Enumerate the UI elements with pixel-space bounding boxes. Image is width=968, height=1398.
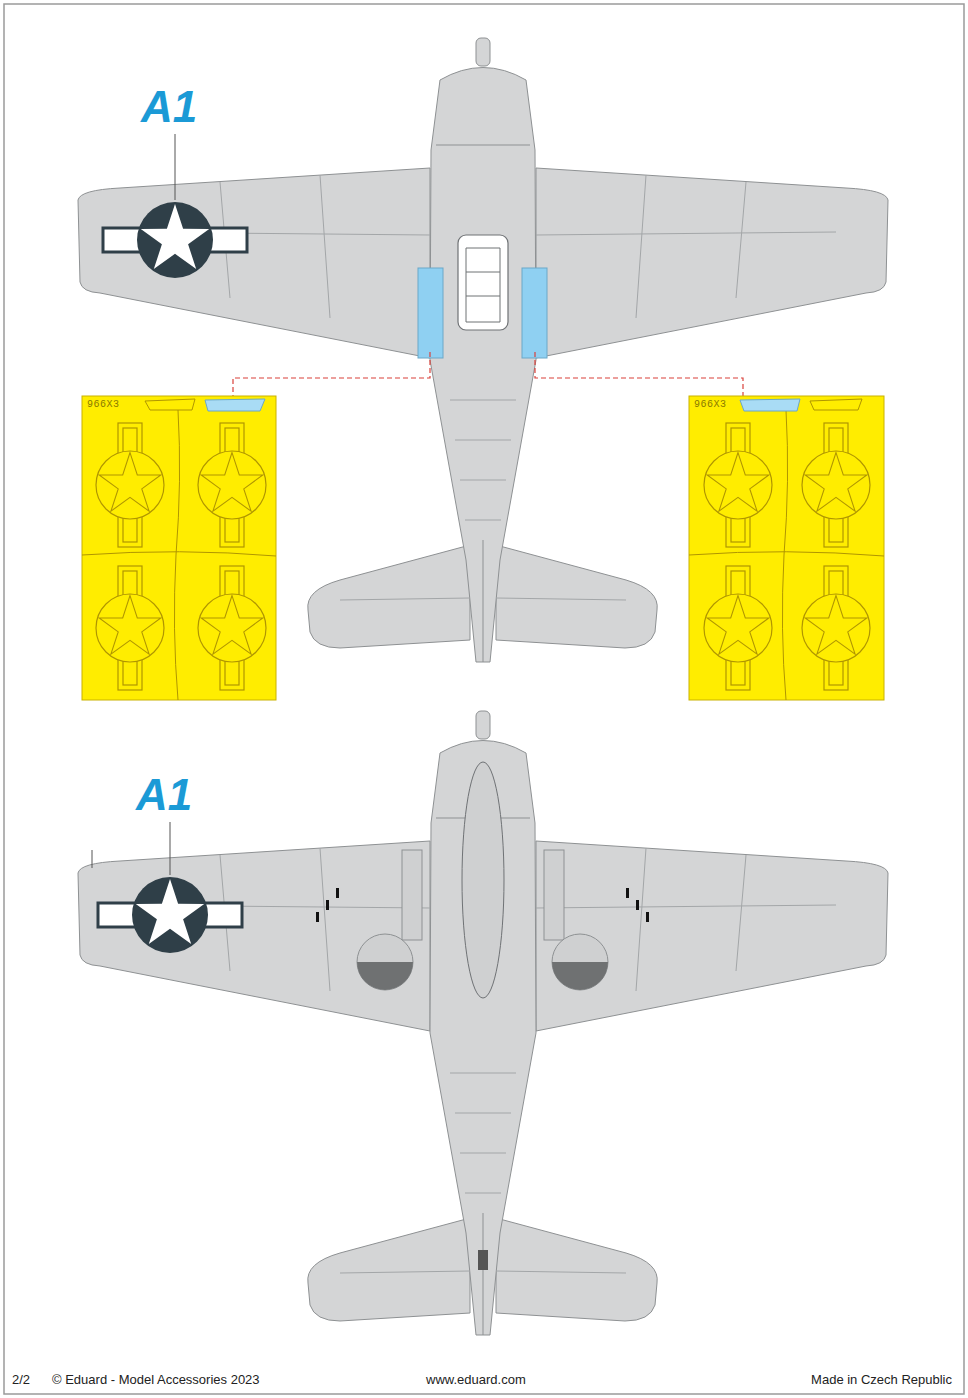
leader-line: [535, 352, 743, 396]
copyright-note: © Eduard - Model Accessories 2023: [52, 1372, 260, 1387]
origin-note: Made in Czech Republic: [811, 1372, 952, 1387]
mask-sheet: 966X3: [689, 396, 884, 700]
page-number: 2/2: [12, 1372, 30, 1387]
mask-sheet: 966X3: [82, 396, 276, 700]
mask-sheet: [689, 396, 884, 700]
leader-line: [233, 352, 430, 396]
website: www.eduard.com: [426, 1372, 526, 1387]
callout-number: A1: [141, 82, 197, 132]
sheet-code: 966X3: [87, 399, 271, 410]
callout-number: A1: [136, 770, 192, 820]
mask-sheet: [82, 396, 276, 700]
bottom-view: [78, 711, 888, 1335]
sheet-code: 966X3: [694, 399, 879, 410]
